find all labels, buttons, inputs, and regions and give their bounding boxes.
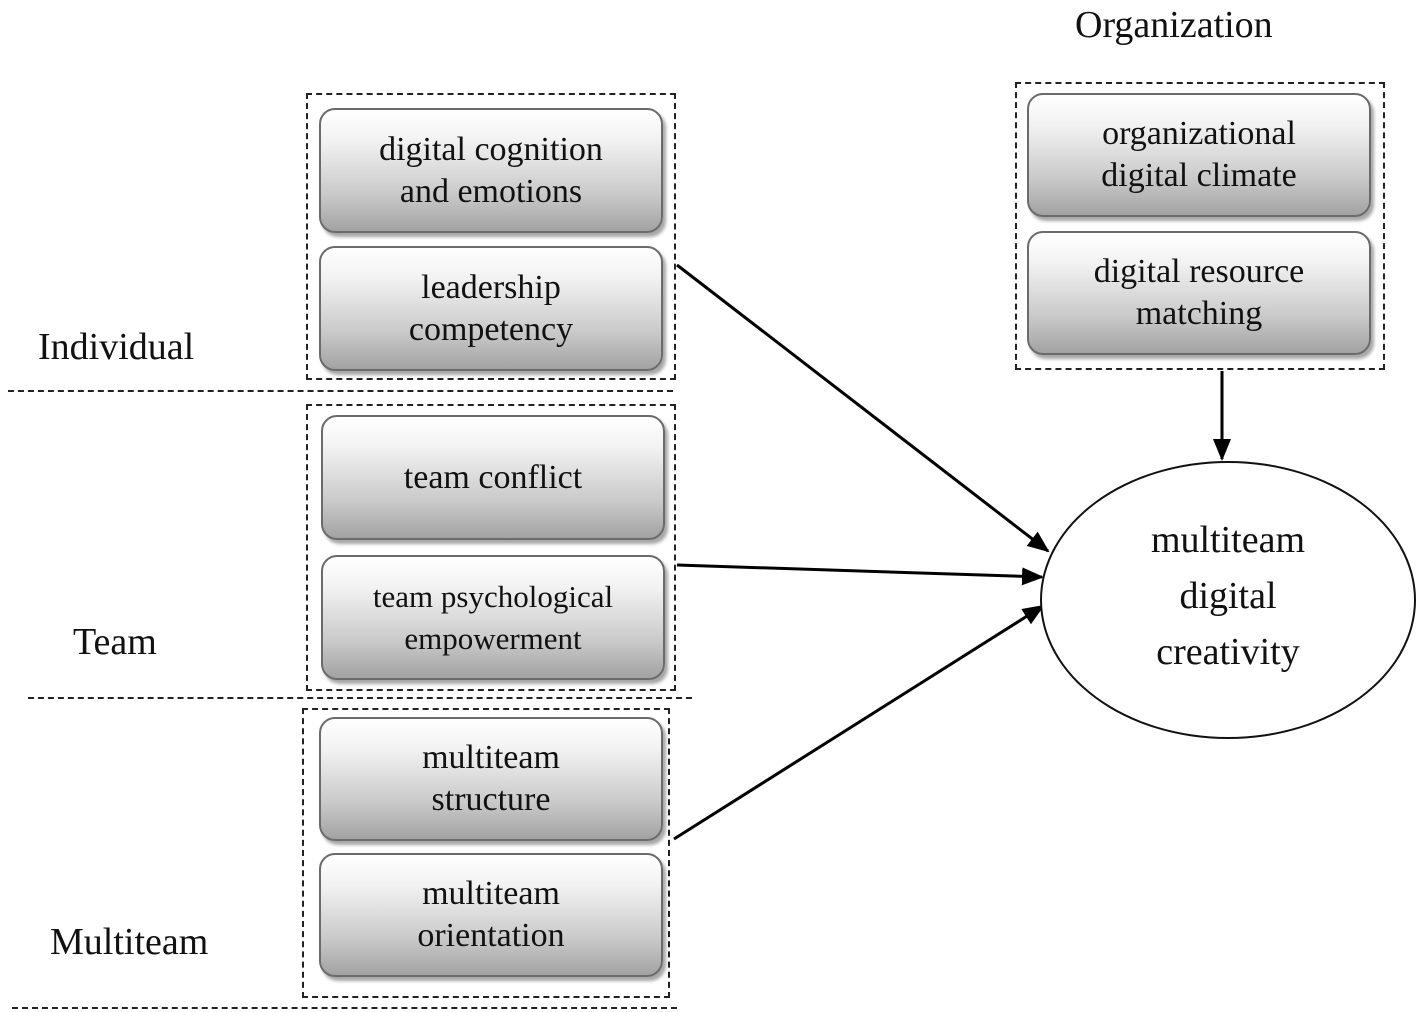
team-factors-group	[306, 404, 676, 691]
outcome-label: multiteam digital creativity	[1150, 519, 1306, 673]
team-conflict-label: team conflict	[403, 458, 583, 496]
organization-level-label: Organization	[1075, 4, 1273, 46]
multiteam-to-outcome-arrow	[673, 604, 1045, 841]
multiteam-level-label: Multiteam	[50, 921, 209, 963]
organizational-digital-climate-box: organizational digital climate	[1027, 93, 1371, 217]
individual-to-outcome-arrow	[676, 263, 1050, 553]
digital-cognition-emotions-box: digital cognition and emotions	[319, 108, 663, 233]
multiteam-structure-label: multiteam structure	[422, 739, 560, 818]
organization-factors-group	[1015, 82, 1385, 370]
individual-level-label: Individual	[38, 326, 195, 368]
multiteam-orientation-box: multiteam orientation	[319, 853, 663, 977]
team-conflict-box: team conflict	[321, 415, 665, 540]
multiteam-bottom-divider	[12, 1007, 677, 1009]
individual-team-divider	[8, 390, 673, 392]
team-psychological-empowerment-label: team psychological empowerment	[372, 578, 614, 656]
individual-factors-group	[306, 93, 676, 380]
leadership-competency-label: leadership competency	[408, 268, 574, 348]
team-to-outcome-arrow	[676, 563, 1044, 586]
digital-cognition-emotions-label: digital cognition and emotions	[379, 130, 603, 210]
multiteam-structure-box: multiteam structure	[319, 717, 663, 841]
digital-resource-matching-label: digital resource matching	[1093, 253, 1305, 332]
multiteam-factors-group	[302, 708, 670, 998]
team-level-label: Team	[73, 621, 157, 663]
team-psychological-empowerment-box: team psychological empowerment	[321, 555, 665, 680]
leadership-competency-box: leadership competency	[319, 246, 663, 371]
multiteam-orientation-label: multiteam orientation	[417, 875, 565, 954]
multiteam-digital-creativity-ellipse: multiteam digital creativity	[1040, 461, 1416, 739]
organizational-digital-climate-label: organizational digital climate	[1101, 115, 1297, 194]
team-multiteam-divider	[28, 697, 692, 699]
digital-resource-matching-box: digital resource matching	[1027, 231, 1371, 355]
